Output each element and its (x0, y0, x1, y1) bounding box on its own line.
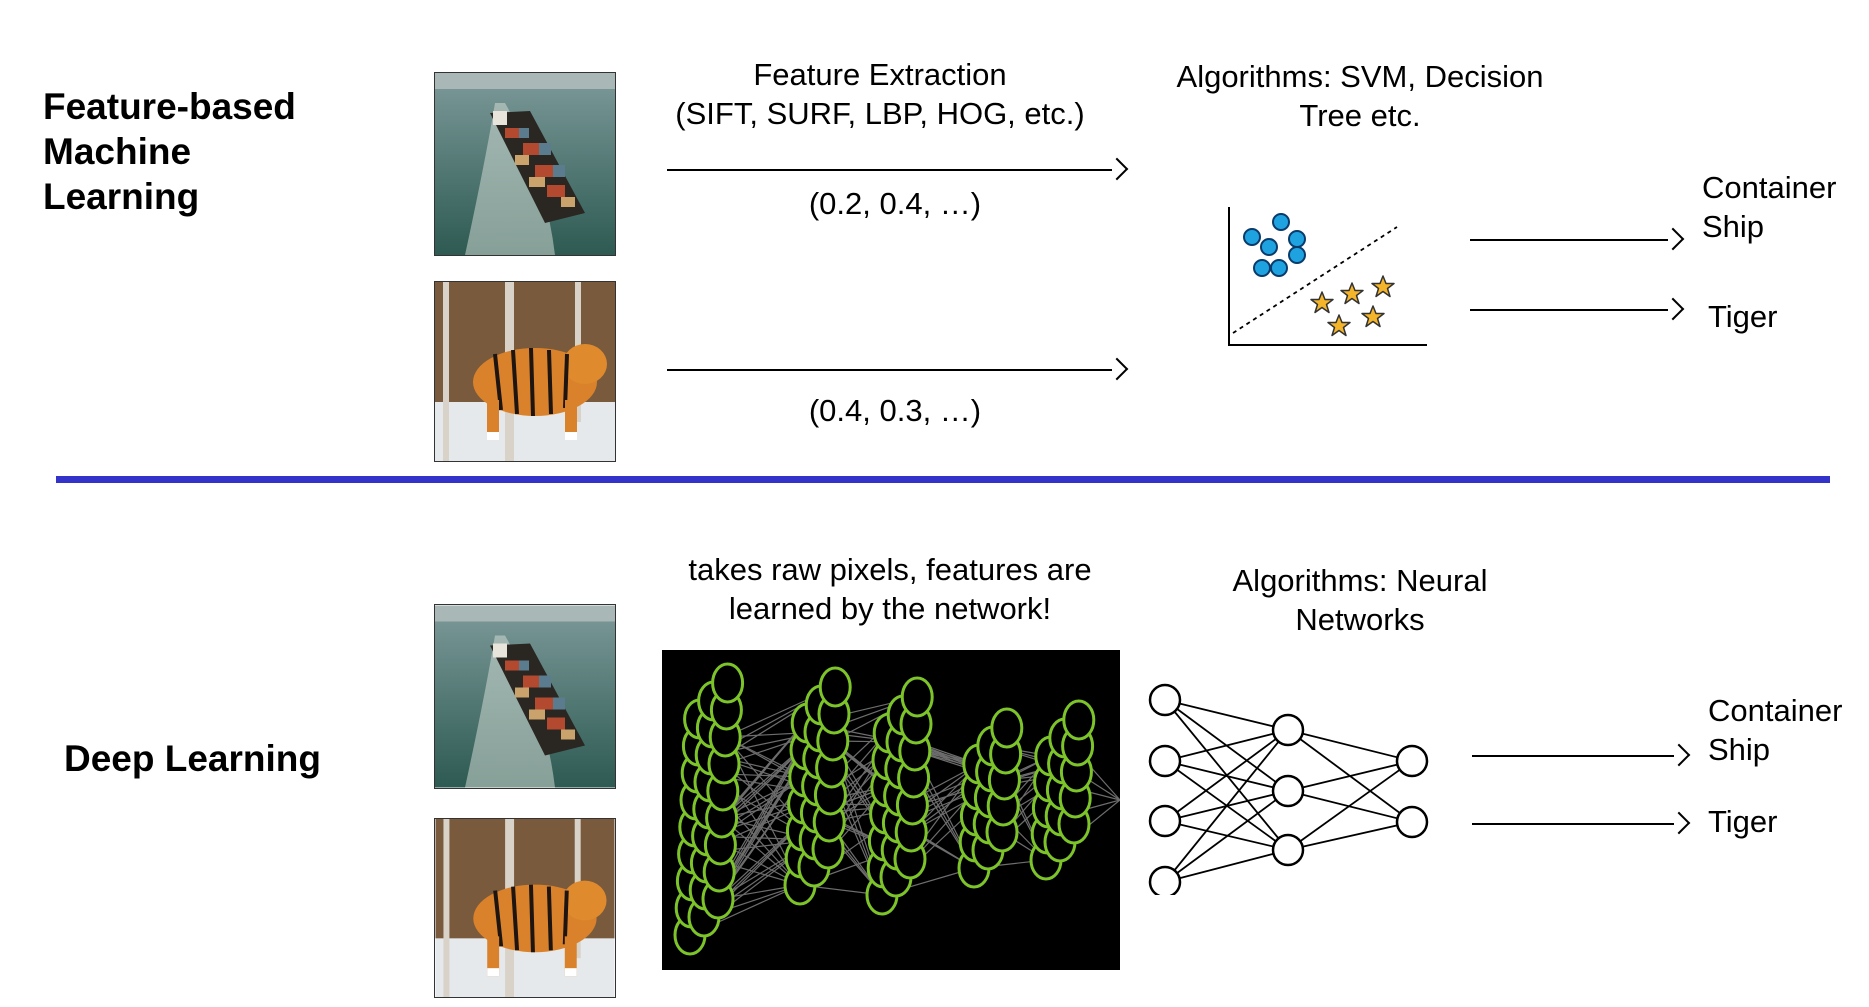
label-line: Tree etc. (1299, 98, 1421, 133)
edge (1164, 849, 1289, 883)
node (1271, 774, 1305, 808)
edge (1287, 760, 1413, 851)
class-stars (1310, 275, 1395, 337)
tiger-photo (434, 281, 616, 462)
nn-algorithms-label: Algorithms: Neural Networks (1160, 561, 1560, 639)
feature-based-title: Feature-based Machine Learning (43, 84, 296, 219)
neuron (818, 666, 852, 708)
label-line: Feature Extraction (753, 57, 1007, 92)
output-arrow-tiger (1472, 811, 1691, 836)
title-line: Feature-based (43, 86, 296, 127)
node (1271, 833, 1305, 867)
section-divider (56, 476, 1830, 483)
node (1271, 713, 1305, 747)
title-line: Learning (43, 176, 200, 217)
feature-vector-tiger: (0.4, 0.3, …) (808, 393, 982, 428)
output-container-ship: Container Ship (1708, 691, 1842, 769)
neural-network-visual (662, 650, 1121, 970)
feature-vector-ship: (0.2, 0.4, …) (808, 186, 982, 221)
node (1148, 865, 1182, 899)
neuron (900, 676, 934, 718)
class-circles (1243, 213, 1306, 277)
feature-arrow-tiger (667, 357, 1129, 382)
label-line: Networks (1295, 602, 1425, 637)
edge (1164, 729, 1289, 883)
edge (1287, 821, 1413, 851)
label-line: takes raw pixels, features are (688, 552, 1092, 587)
output-tiger: Tiger (1708, 804, 1778, 839)
label-line: Container (1702, 170, 1837, 205)
svm-algorithms-label: Algorithms: SVM, Decision Tree etc. (1140, 57, 1580, 135)
neuron (990, 707, 1024, 749)
output-tiger: Tiger (1708, 299, 1778, 334)
node (1395, 744, 1429, 778)
edge (1287, 729, 1413, 762)
label-line: (SIFT, SURF, LBP, HOG, etc.) (675, 96, 1085, 131)
label-line: Algorithms: SVM, Decision (1176, 59, 1544, 94)
feature-arrow-ship (667, 157, 1129, 182)
node (1148, 683, 1182, 717)
node (1148, 804, 1182, 838)
edge (1287, 760, 1413, 792)
svm-scatter-plot (1225, 205, 1430, 350)
title-line: Machine (43, 131, 192, 172)
neural-network-diagram (1140, 675, 1430, 899)
raw-pixels-caption: takes raw pixels, features are learned b… (640, 550, 1140, 628)
output-container-ship: Container Ship (1702, 168, 1836, 246)
neuron (711, 662, 745, 704)
feature-extraction-label: Feature Extraction (SIFT, SURF, LBP, HOG… (640, 55, 1120, 133)
node (1395, 805, 1429, 839)
label-line: Algorithms: Neural (1232, 563, 1488, 598)
edge (1164, 729, 1289, 822)
output-arrow-ship (1470, 227, 1685, 252)
deep-learning-title: Deep Learning (64, 738, 321, 779)
node (1148, 744, 1182, 778)
label-line: Container (1708, 693, 1843, 728)
container-ship-photo (434, 72, 616, 256)
edge (1164, 699, 1289, 731)
label-line: Ship (1702, 209, 1765, 244)
neuron (1062, 699, 1096, 741)
output-arrow-ship (1472, 743, 1691, 768)
label-line: Ship (1708, 732, 1771, 767)
output-arrow-tiger (1470, 297, 1685, 322)
label-line: learned by the network! (728, 591, 1052, 626)
container-ship-photo (434, 604, 616, 789)
edge (1164, 729, 1289, 762)
tiger-photo (434, 818, 616, 998)
edge (1164, 790, 1289, 883)
